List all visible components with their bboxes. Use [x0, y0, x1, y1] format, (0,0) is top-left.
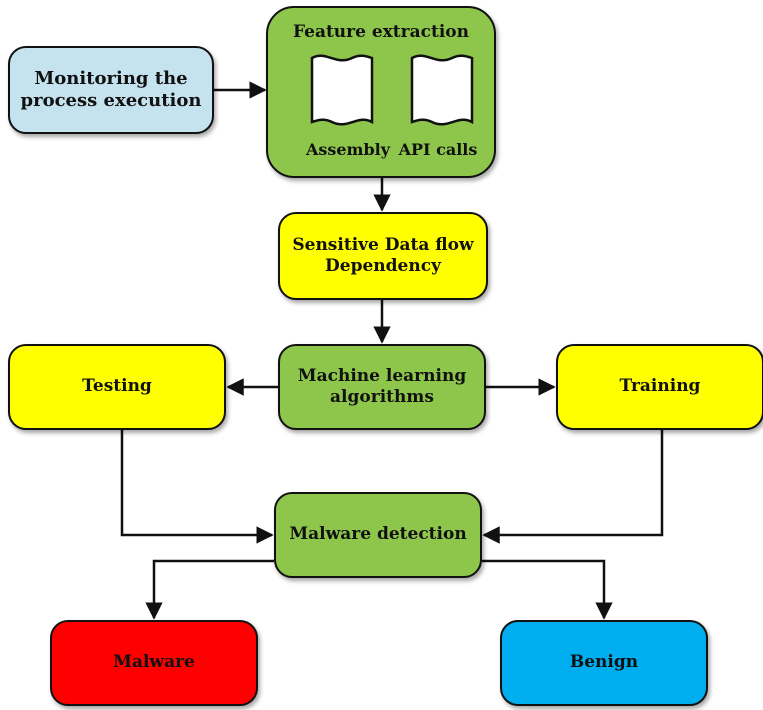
- malware-detection-node: Malware detection: [274, 492, 482, 578]
- arrow-training-to-detection: [482, 430, 664, 544]
- malware-detection-label: Malware detection: [289, 524, 467, 545]
- monitoring-node: Monitoring the process execution: [8, 46, 214, 134]
- benign-node: Benign: [500, 620, 708, 706]
- assembly-document-icon: [310, 54, 374, 126]
- training-label: Training: [619, 376, 701, 397]
- testing-label: Testing: [82, 376, 152, 397]
- sensitive-data-flow-label: Sensitive Data flow Dependency: [292, 234, 474, 276]
- assembly-label: Assembly: [305, 140, 391, 159]
- machine-learning-node: Machine learning algorithms: [278, 344, 486, 430]
- feature-extraction-node: Feature extraction Assembly API calls: [266, 6, 496, 178]
- malware-node: Malware: [50, 620, 258, 706]
- testing-node: Testing: [8, 344, 226, 430]
- arrow-detection-to-benign: [482, 559, 613, 620]
- monitoring-label: Monitoring the process execution: [20, 67, 202, 112]
- api-calls-document-icon: [410, 54, 474, 126]
- sensitive-data-flow-node: Sensitive Data flow Dependency: [278, 212, 488, 300]
- machine-learning-label: Machine learning algorithms: [297, 365, 467, 407]
- malware-label: Malware: [113, 652, 195, 673]
- api-calls-label: API calls: [398, 140, 478, 159]
- training-node: Training: [556, 344, 763, 430]
- benign-label: Benign: [569, 652, 639, 673]
- arrow-testing-to-detection: [120, 430, 274, 544]
- arrow-detection-to-malware: [145, 559, 274, 620]
- feature-extraction-title: Feature extraction: [292, 22, 469, 42]
